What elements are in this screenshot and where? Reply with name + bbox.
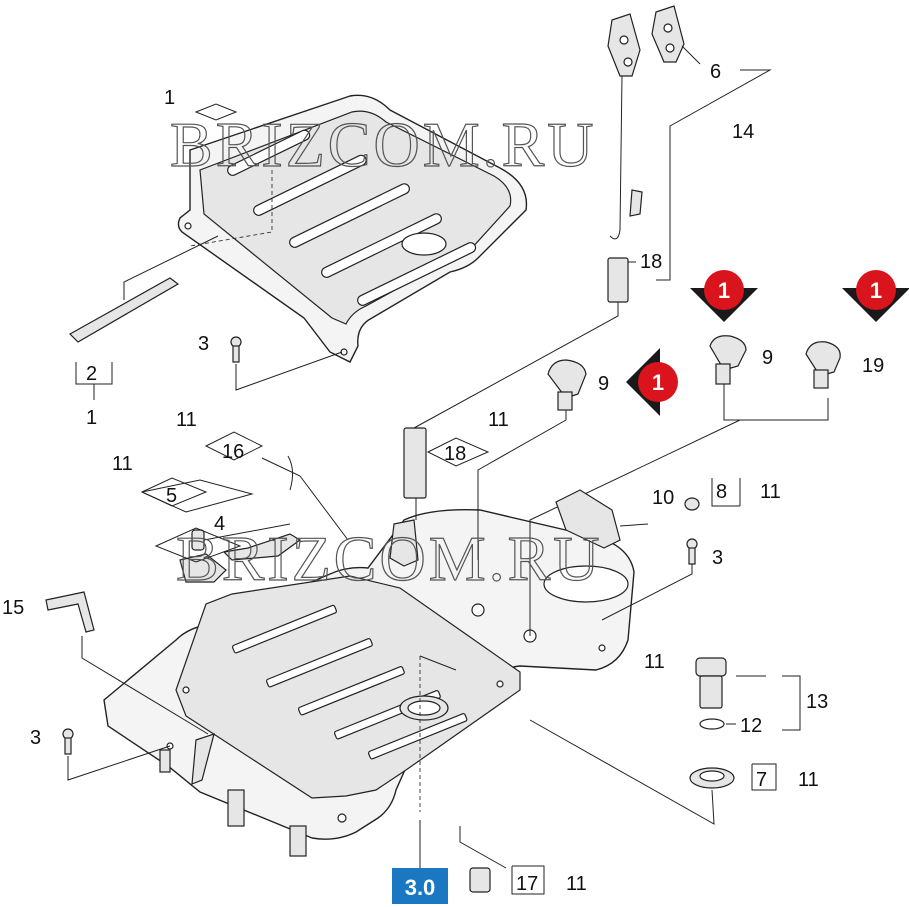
hook-clip-left <box>607 13 641 77</box>
drain-valve-part-13 <box>695 657 801 731</box>
label-9-right: 9 <box>762 347 773 369</box>
section-label: 3.0 <box>405 875 436 900</box>
label-15: 15 <box>2 597 24 619</box>
label-19: 19 <box>862 355 884 377</box>
label-5: 5 <box>166 485 177 507</box>
label-3-mid: 3 <box>712 547 723 569</box>
warning-down-right-icon: 1 <box>842 270 909 322</box>
screw-part-3-bottom <box>62 728 171 781</box>
label-11-for-5: 11 <box>112 453 133 475</box>
warning-down-left-icon: 1 <box>690 270 758 322</box>
base-tray-handle-opening <box>543 565 629 603</box>
label-11-for-18: 11 <box>488 409 509 431</box>
label-7: 7 <box>756 769 767 791</box>
label-6: 6 <box>710 61 721 83</box>
washer-part-7 <box>529 719 735 825</box>
label-11-for-8: 11 <box>760 481 781 503</box>
label-3-top: 3 <box>198 333 209 355</box>
label-10: 10 <box>652 487 674 509</box>
knob-part-9-right <box>529 335 829 636</box>
label-11-for-16: 11 <box>176 409 197 431</box>
label-4: 4 <box>214 513 225 535</box>
label-11-for-17: 11 <box>566 873 587 895</box>
plug-part-8 <box>684 497 700 511</box>
watermark-top: BRIZCOM.RU <box>170 109 597 180</box>
warning-left-text: 1 <box>652 370 664 395</box>
foot-part-17 <box>459 826 507 893</box>
callout-labels: 1 2 1 3 6 14 18 9 9 19 11 16 11 18 11 5 … <box>2 61 884 895</box>
latch-part-18-mid <box>403 427 427 520</box>
screw-part-3-top <box>230 336 343 391</box>
label-9-left: 9 <box>598 373 609 395</box>
spring-wire-part-16 <box>261 455 349 541</box>
latch-part-18-top <box>413 257 636 429</box>
bracket-part-5 <box>141 479 254 583</box>
handle-part-10 <box>555 489 649 549</box>
label-11-base: 11 <box>644 651 665 673</box>
label-13: 13 <box>806 691 828 713</box>
screw-part-3-mid <box>601 538 698 621</box>
callout-brackets <box>75 103 777 895</box>
knob-part-19 <box>805 341 841 389</box>
base-tray-slots <box>232 604 468 760</box>
label-2: 2 <box>86 363 97 385</box>
label-18-top: 18 <box>640 251 662 273</box>
label-1-top: 1 <box>164 87 175 109</box>
label-8: 8 <box>716 481 727 503</box>
warning-down-left-text: 1 <box>718 278 730 303</box>
warning-down-right-text: 1 <box>870 278 882 303</box>
top-cover-hole <box>401 232 447 256</box>
label-1-bottom: 1 <box>86 407 97 429</box>
top-cover-part-1 <box>177 94 528 363</box>
label-18-mid: 18 <box>444 443 466 465</box>
watermark-bottom: BRIZCOM.RU <box>176 523 603 594</box>
hook-assembly-part-14 <box>607 5 772 281</box>
warning-left-icon: 1 <box>626 348 678 416</box>
label-3-bottom: 3 <box>30 727 41 749</box>
label-14: 14 <box>732 121 754 143</box>
base-tray-part-11 <box>103 509 635 857</box>
section-badge: 3.0 <box>392 868 448 904</box>
o-ring-part-12 <box>699 718 736 730</box>
gasket-strip-part-2 <box>69 235 219 343</box>
label-12: 12 <box>740 715 762 737</box>
knob-part-9-left <box>477 359 587 560</box>
label-17: 17 <box>516 873 538 895</box>
label-16: 16 <box>222 441 244 463</box>
hook-clip-right <box>651 5 685 63</box>
top-cover-slots <box>227 129 477 306</box>
label-11-for-7: 11 <box>798 769 819 791</box>
hex-key-part-15 <box>45 591 209 735</box>
